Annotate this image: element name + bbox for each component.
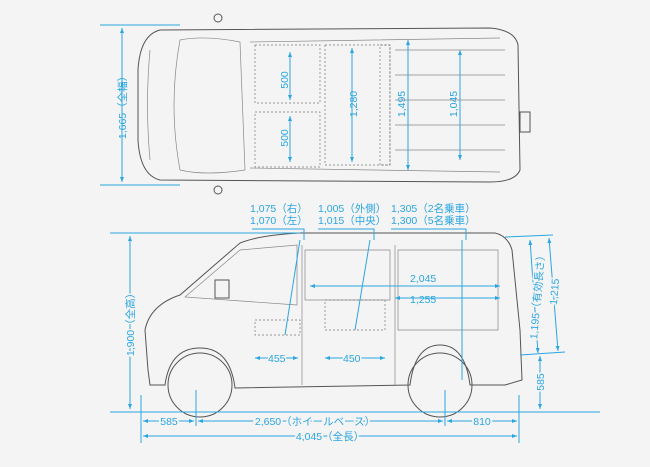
cargo-height-2-label: 1,305（2名乗車） xyxy=(391,202,476,215)
van-side-view xyxy=(144,232,523,418)
seat-455-label: 455 xyxy=(268,353,286,365)
effective-length-label: 1,195（有効長さ） xyxy=(527,250,548,340)
rear-height-center-label: 1,015（中央） xyxy=(318,214,386,227)
overall-width-label: 1,665（全幅） xyxy=(116,71,129,139)
cargo-width-label: 1,495 xyxy=(396,91,408,117)
cargo-length-1255-label: 1,255 xyxy=(410,294,436,306)
headroom-left-label: 1,070（左） xyxy=(250,214,308,227)
seat-front-1-label: 500 xyxy=(279,71,291,89)
van-top-view xyxy=(137,13,531,195)
side-view-dimensions: 1,075（右） 1,070（左） 1,005（外側） 1,015（中央） 1,… xyxy=(110,202,600,445)
cabin-length-label: 1,280 xyxy=(348,91,360,117)
overall-height-label: 1,900（全高） xyxy=(124,288,137,356)
wheelhouse-width-label: 1,045 xyxy=(448,91,460,117)
wheelbase-label: 2,650（ホイールベース） xyxy=(255,416,375,428)
seat-front-2-label: 500 xyxy=(279,129,291,147)
door-height-label: 1,215 xyxy=(548,278,562,305)
cargo-length-2045-label: 2,045 xyxy=(410,273,436,285)
overall-length-label: 4,045（全長） xyxy=(296,430,364,443)
cargo-height-5-label: 1,300（5名乗車） xyxy=(391,214,476,227)
rear-overhang-label: 810 xyxy=(473,416,491,428)
floor-height-label: 585 xyxy=(535,373,547,391)
top-view-dimensions: 1,665（全幅） 500 500 1,280 1,495 1,045 xyxy=(100,24,462,186)
seat-450-label: 450 xyxy=(343,353,361,365)
rear-height-outer-label: 1,005（外側） xyxy=(318,202,386,215)
headroom-right-label: 1,075（右） xyxy=(250,202,308,215)
front-overhang-label: 585 xyxy=(160,416,178,428)
